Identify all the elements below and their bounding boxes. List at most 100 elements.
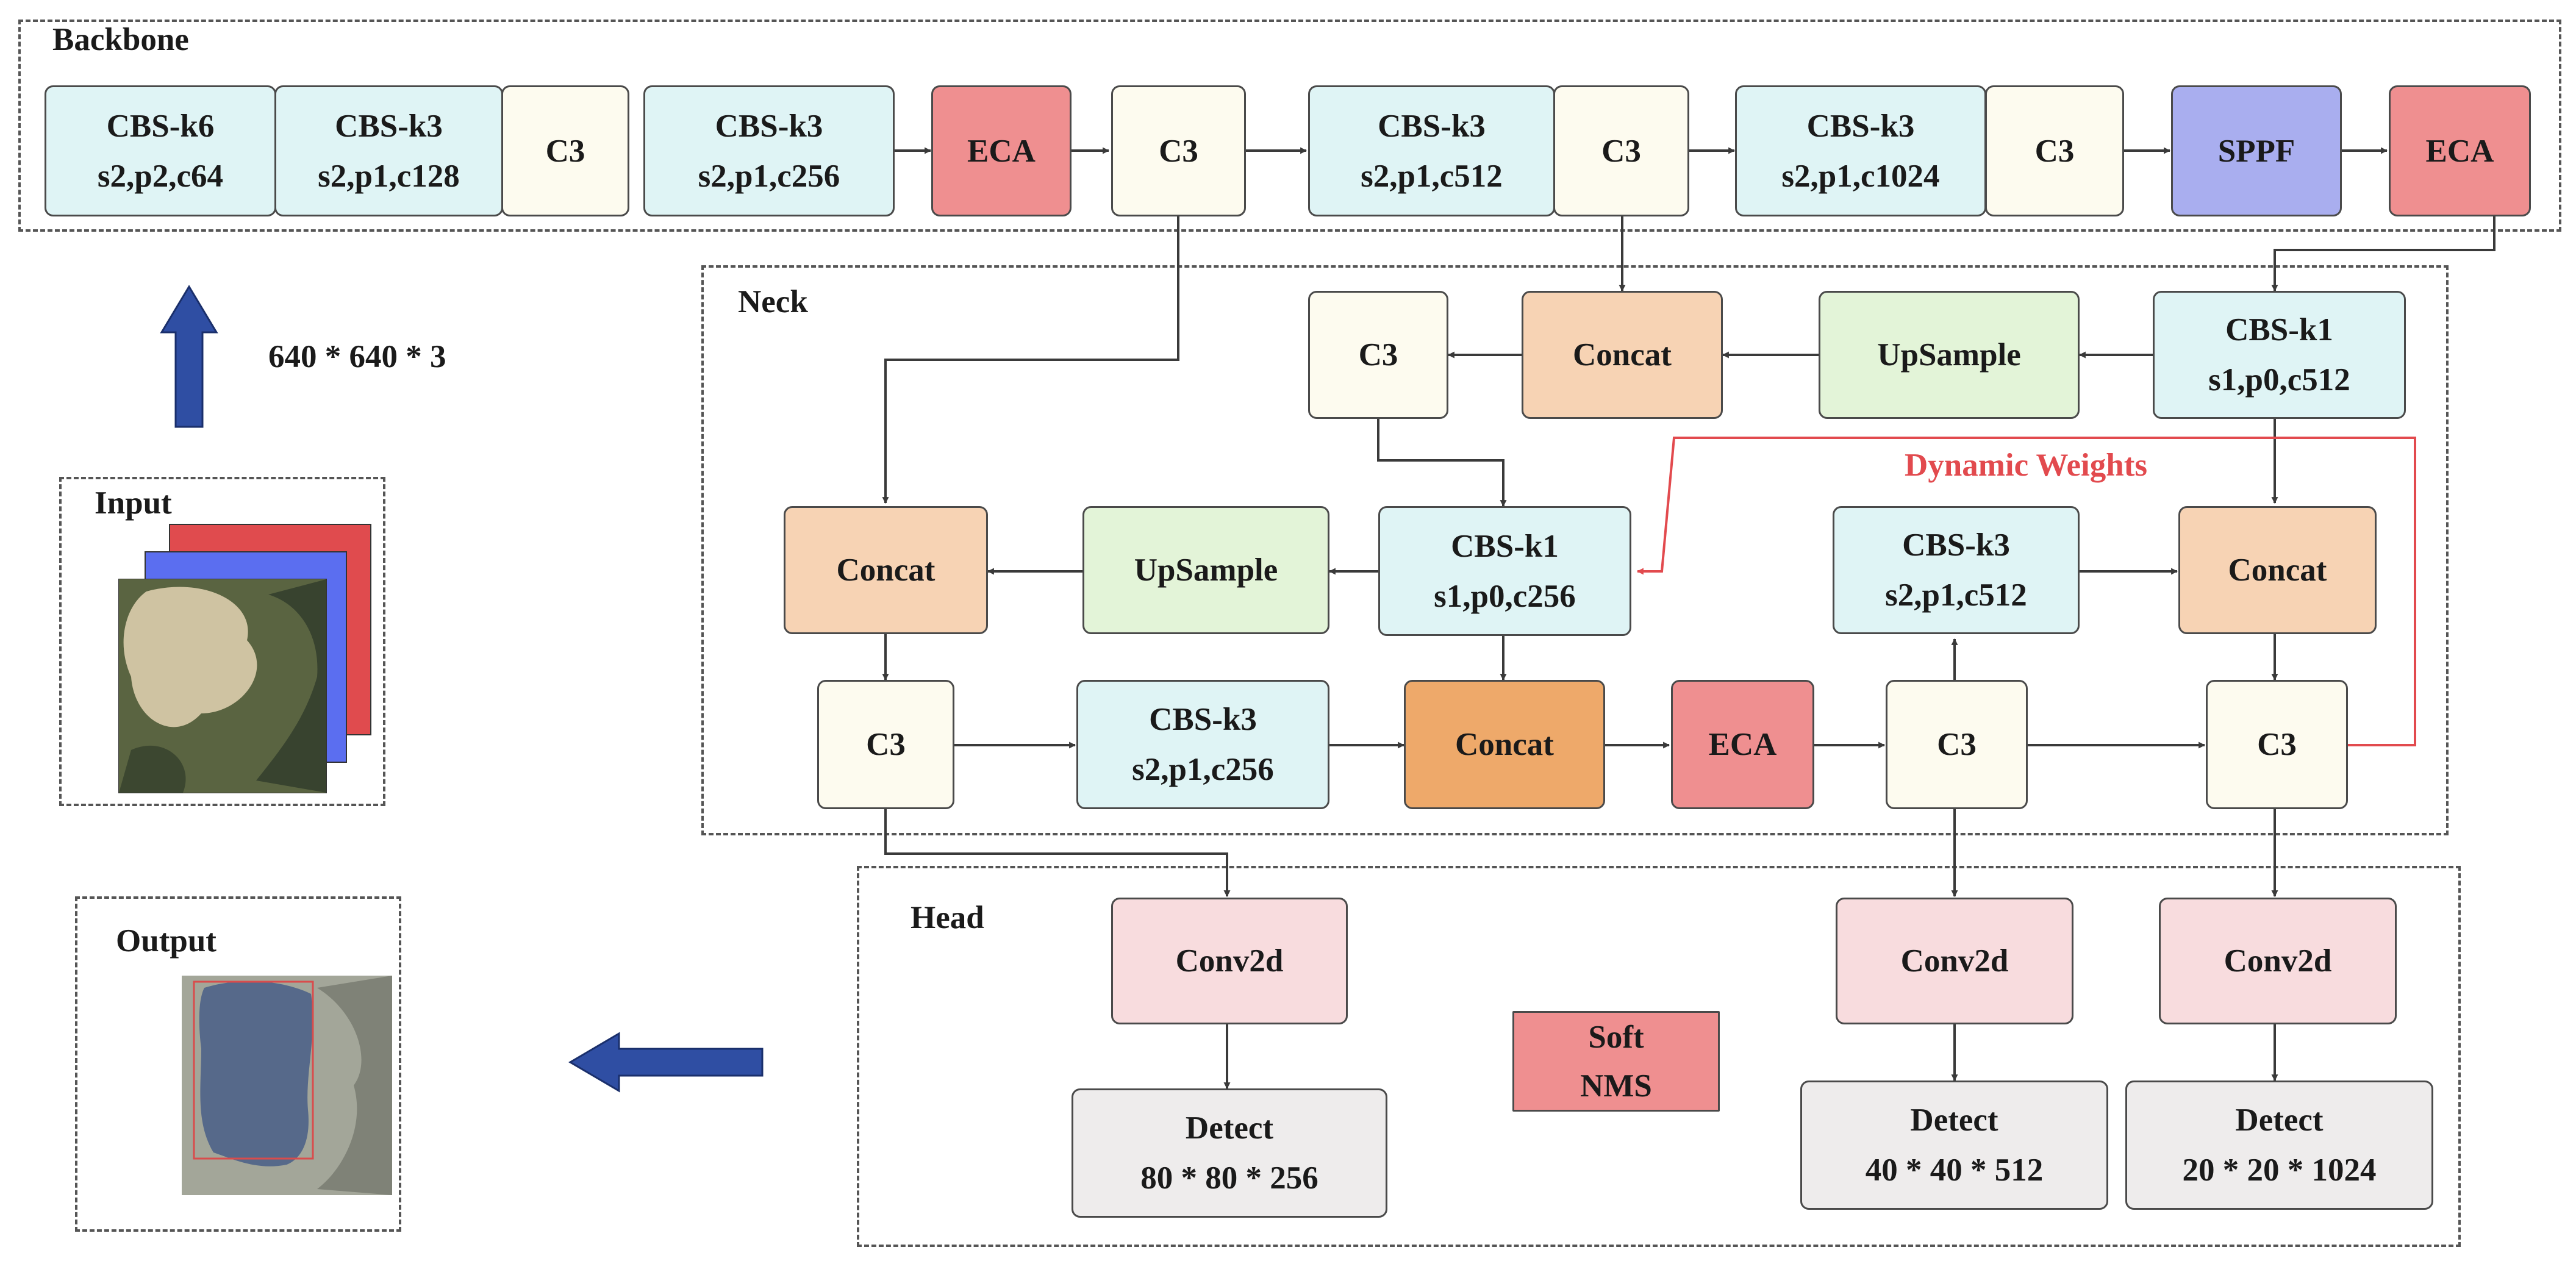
neck-title: Neck <box>738 284 808 320</box>
backbone-eca-2: ECA <box>2389 85 2531 216</box>
neck-c3-a-label: C3 <box>866 727 906 762</box>
output-title: Output <box>116 923 216 959</box>
backbone-cbs-k3-c128-params: s2,p1,c128 <box>318 158 460 194</box>
edge-b12-cbs-k1-512 <box>2271 216 2496 292</box>
input-image-stack <box>118 524 371 793</box>
backbone-cbs-k3-c256-params: s2,p1,c256 <box>698 158 840 194</box>
dynamic-weights-label: Dynamic Weights <box>1905 448 2148 483</box>
neck-cbs-k1-c256-params: s1,p0,c256 <box>1434 578 1576 614</box>
backbone-eca-2-label: ECA <box>2425 133 2494 169</box>
neck-eca-label: ECA <box>1708 727 1777 762</box>
backbone-cbs-k3-c512-params: s2,p1,c512 <box>1361 158 1503 194</box>
neck-cbs-k1-c512-title: CBS-k1 <box>2225 312 2333 348</box>
backbone-section <box>18 20 2561 232</box>
neck-upsample-mid: UpSample <box>1082 506 1329 634</box>
backbone-eca-1-label: ECA <box>967 133 1036 169</box>
neck-c3-top-label: C3 <box>1358 337 1398 373</box>
head-detect-40: Detect 40 * 40 * 512 <box>1800 1081 2108 1210</box>
neck-section <box>701 265 2449 835</box>
neck-c3-a: C3 <box>817 680 954 809</box>
backbone-cbs-k3-c256: CBS-k3 s2,p1,c256 <box>643 85 895 216</box>
backbone-c3-1: C3 <box>501 85 629 216</box>
backbone-cbs-k3-c128-title: CBS-k3 <box>335 108 443 144</box>
head-detect-20-title: Detect <box>2235 1102 2324 1138</box>
head-conv2d-2-label: Conv2d <box>1900 943 2009 979</box>
backbone-sppf-label: SPPF <box>2217 133 2295 169</box>
input-title: Input <box>95 485 172 521</box>
backbone-eca-1: ECA <box>931 85 1072 216</box>
input-section <box>59 477 385 806</box>
neck-c3-c-label: C3 <box>2257 727 2297 762</box>
backbone-cbs-k3-c256-title: CBS-k3 <box>715 108 823 144</box>
head-conv2d-1-label: Conv2d <box>1175 943 1284 979</box>
neck-concat-right-label: Concat <box>2228 552 2327 588</box>
head-section <box>857 866 2461 1247</box>
neck-concat-bottom-label: Concat <box>1455 727 1554 762</box>
neck-c3-top: C3 <box>1308 291 1448 419</box>
neck-cbs-k3-c256-title: CBS-k3 <box>1149 702 1257 737</box>
backbone-cbs-k3-c128: CBS-k3 s2,p1,c128 <box>274 85 503 216</box>
backbone-cbs-k3-c512: CBS-k3 s2,p1,c512 <box>1308 85 1555 216</box>
backbone-c3-4: C3 <box>1985 85 2124 216</box>
backbone-c3-2: C3 <box>1111 85 1246 216</box>
backbone-sppf: SPPF <box>2171 85 2342 216</box>
neck-concat-top: Concat <box>1522 291 1723 419</box>
head-title: Head <box>911 900 984 935</box>
neck-cbs-k1-c256-title: CBS-k1 <box>1451 528 1559 564</box>
backbone-c3-3: C3 <box>1553 85 1689 216</box>
backbone-c3-1-label: C3 <box>545 133 585 169</box>
neck-cbs-k3-c256-params: s2,p1,c256 <box>1132 752 1274 787</box>
neck-c3-b: C3 <box>1886 680 2028 809</box>
flow-arrow-left <box>568 1032 764 1093</box>
neck-cbs-k3-c256: CBS-k3 s2,p1,c256 <box>1076 680 1329 809</box>
head-detect-20-size: 20 * 20 * 1024 <box>2182 1152 2377 1188</box>
neck-cbs-k3-c512: CBS-k3 s2,p1,c512 <box>1833 506 2080 634</box>
edge-b6-concat-mid <box>882 216 1179 504</box>
backbone-cbs-k3-c1024: CBS-k3 s2,p1,c1024 <box>1735 85 1986 216</box>
flow-arrow-up <box>160 285 218 428</box>
edge-c3top-cbs256 <box>1377 419 1507 507</box>
neck-c3-c: C3 <box>2206 680 2348 809</box>
backbone-c3-3-label: C3 <box>1601 133 1641 169</box>
neck-cbs-k3-c512-title: CBS-k3 <box>1902 527 2010 563</box>
backbone-cbs-k6-params: s2,p2,c64 <box>97 158 224 194</box>
head-detect-80-size: 80 * 80 * 256 <box>1140 1160 1318 1196</box>
head-detect-80-title: Detect <box>1185 1110 1274 1146</box>
backbone-cbs-k3-c1024-params: s2,p1,c1024 <box>1781 158 1940 194</box>
neck-cbs-k1-c256: CBS-k1 s1,p0,c256 <box>1378 506 1631 636</box>
backbone-cbs-k6-title: CBS-k6 <box>106 108 215 144</box>
head-conv2d-2: Conv2d <box>1836 898 2073 1024</box>
neck-eca: ECA <box>1671 680 1814 809</box>
neck-cbs-k1-c512: CBS-k1 s1,p0,c512 <box>2153 291 2406 419</box>
neck-upsample-top-label: UpSample <box>1877 337 2021 373</box>
backbone-cbs-k3-c1024-title: CBS-k3 <box>1806 108 1915 144</box>
head-detect-20: Detect 20 * 20 * 1024 <box>2125 1081 2433 1210</box>
head-detect-40-size: 40 * 40 * 512 <box>1865 1152 2044 1188</box>
head-detect-40-title: Detect <box>1910 1102 1998 1138</box>
output-image <box>182 976 392 1195</box>
neck-concat-bottom: Concat <box>1404 680 1605 809</box>
backbone-c3-2-label: C3 <box>1159 133 1198 169</box>
neck-concat-mid: Concat <box>784 506 988 634</box>
backbone-title: Backbone <box>52 22 189 57</box>
backbone-c3-4-label: C3 <box>2034 133 2075 169</box>
head-soft-nms: Soft NMS <box>1512 1011 1720 1112</box>
neck-concat-top-label: Concat <box>1573 337 1672 373</box>
neck-c3-b-label: C3 <box>1937 727 1977 762</box>
backbone-cbs-k6: CBS-k6 s2,p2,c64 <box>45 85 276 216</box>
input-size-label: 640 * 640 * 3 <box>268 339 446 374</box>
neck-concat-right: Concat <box>2178 506 2377 634</box>
edge-dynamic-weights <box>1636 437 2416 746</box>
neck-upsample-mid-label: UpSample <box>1134 552 1278 588</box>
neck-concat-mid-label: Concat <box>836 552 936 588</box>
edge-c3a-conv1 <box>884 809 1231 898</box>
head-detect-80: Detect 80 * 80 * 256 <box>1072 1088 1387 1218</box>
head-soft-nms-line2: NMS <box>1580 1068 1652 1104</box>
output-section <box>75 896 401 1232</box>
neck-cbs-k1-c512-params: s1,p0,c512 <box>2208 362 2350 398</box>
head-conv2d-1: Conv2d <box>1111 898 1348 1024</box>
backbone-cbs-k3-c512-title: CBS-k3 <box>1378 108 1486 144</box>
head-soft-nms-line1: Soft <box>1588 1019 1644 1055</box>
head-conv2d-3: Conv2d <box>2159 898 2397 1024</box>
